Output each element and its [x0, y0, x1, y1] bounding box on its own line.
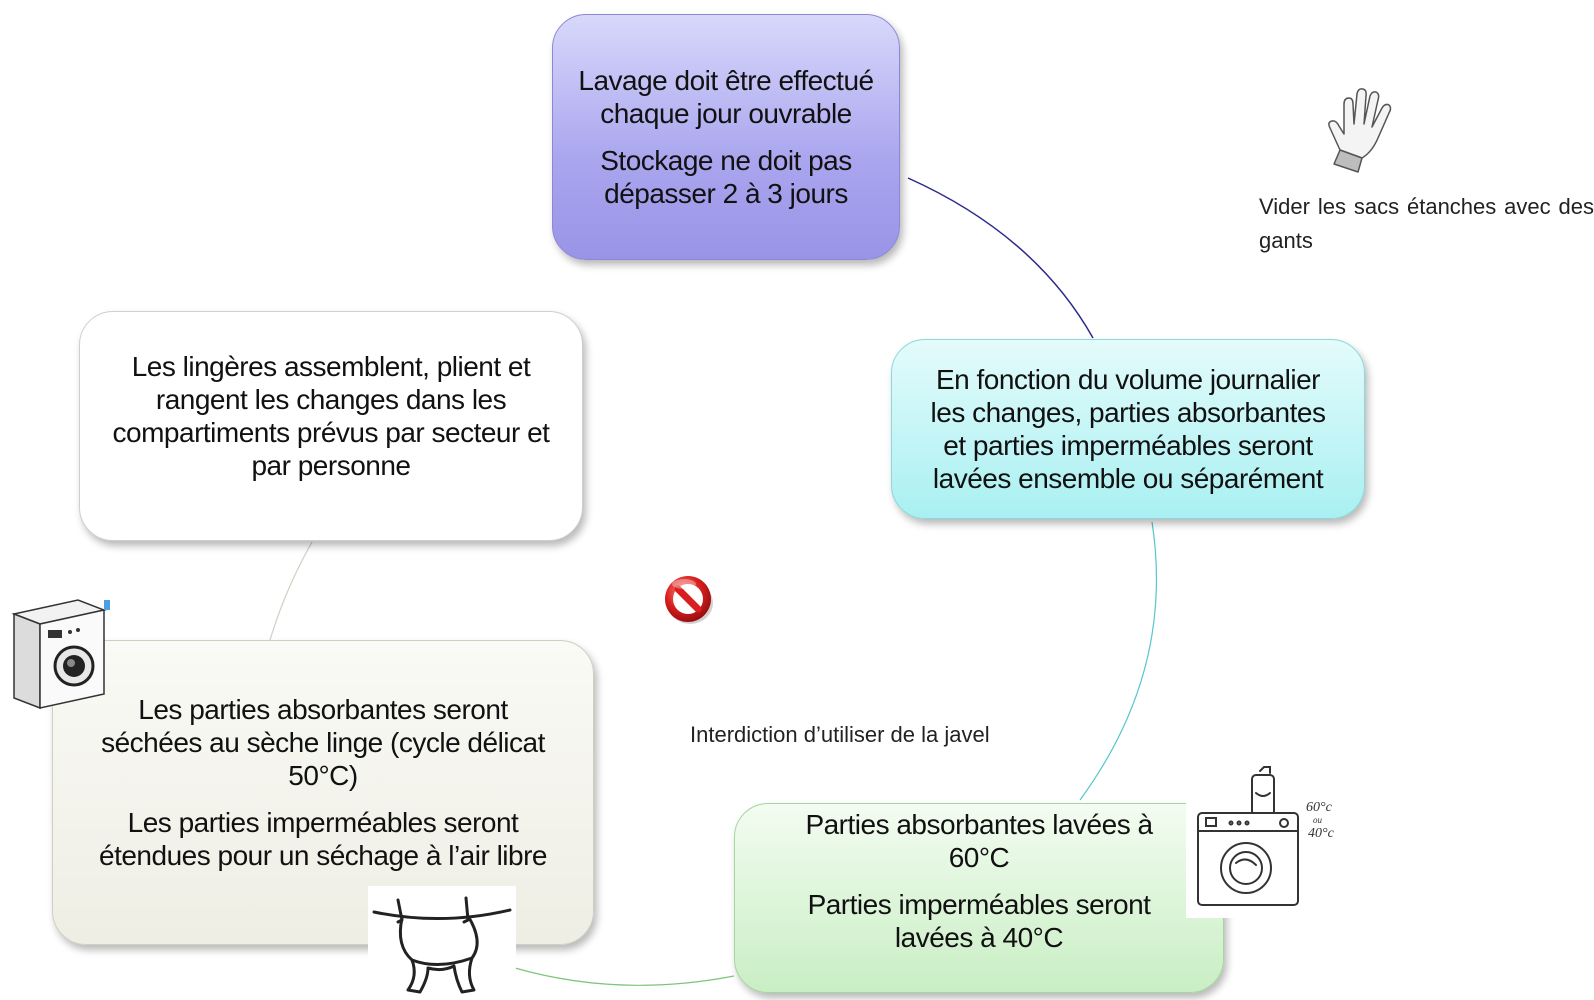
diaper-clothesline-icon — [368, 886, 516, 1000]
node-bottom-line1: Parties absorbantes lavées à 60°C — [805, 809, 1153, 873]
glove-icon — [1328, 88, 1392, 173]
washer-label-ou: ou — [1313, 815, 1323, 825]
connector-bottom-to-left — [514, 967, 735, 986]
washer-label-60: 60°c — [1306, 800, 1333, 815]
washer-label-40: 40°c — [1308, 826, 1335, 841]
node-right-text: En fonction du volume journalier les cha… — [930, 364, 1326, 494]
connector-left-to-lefttop — [269, 541, 313, 641]
node-left-bottom-line1: Les parties absorbantes seront séchées a… — [101, 694, 545, 791]
note-empty-bags-with-gloves: Vider les sacs étanches avec des gants — [1259, 194, 1594, 253]
washing-machine-icon: 60°c ou 40°c — [1186, 763, 1366, 918]
node-drying: Les parties absorbantes seront séchées a… — [52, 640, 594, 945]
note-no-bleach: Interdiction d’utiliser de la javel — [690, 722, 990, 747]
node-washing-frequency: Lavage doit être effectué chaque jour ou… — [552, 14, 900, 260]
node-left-top-text: Les lingères assemblent, plient et range… — [112, 351, 550, 481]
dryer-icon — [11, 599, 110, 710]
node-washing-temperatures: Parties absorbantes lavées à 60°C Partie… — [734, 803, 1224, 993]
forbidden-icon — [665, 576, 713, 624]
connector-right-to-bottom — [1079, 521, 1157, 801]
connector-top-to-right — [907, 177, 1094, 339]
node-folding-storage: Les lingères assemblent, plient et range… — [79, 311, 583, 541]
node-top-line2: Stockage ne doit pas dépasser 2 à 3 jour… — [600, 145, 852, 209]
node-washing-volume: En fonction du volume journalier les cha… — [891, 339, 1365, 519]
node-top-line1: Lavage doit être effectué chaque jour ou… — [578, 65, 874, 129]
node-left-bottom-line2: Les parties imperméables seront étendues… — [99, 807, 547, 871]
node-bottom-line2: Parties imperméables seront lavées à 40°… — [807, 889, 1151, 953]
